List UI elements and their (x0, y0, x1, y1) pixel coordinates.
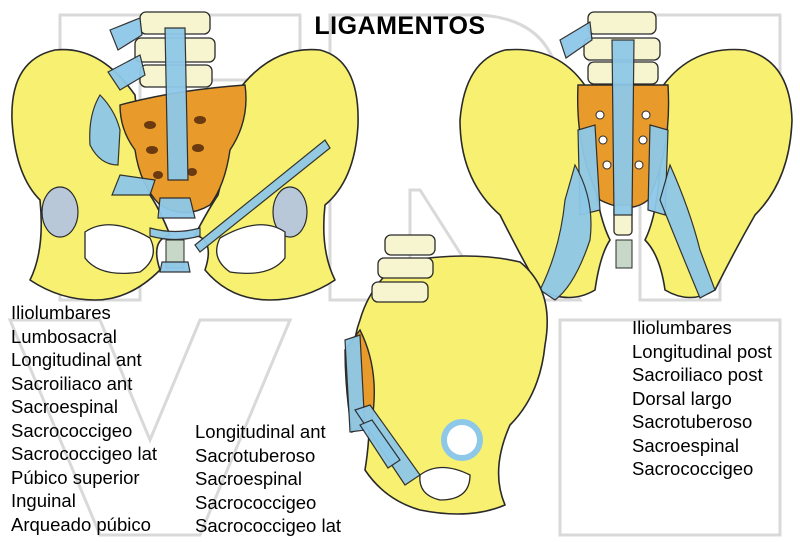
page-title: LIGAMENTOS (314, 12, 486, 40)
lateral-ligament-list: Longitudinal ant Sacrotuberoso Sacroespi… (195, 420, 341, 538)
label-item: Sacrotuberoso (195, 444, 316, 466)
label-item: Longitudinal ant (195, 421, 326, 442)
label-item: Sacrococcigeo (11, 419, 133, 441)
label-item: Arqueado púbico (11, 513, 151, 535)
anterior-ligament-list: Iliolumbares Lumbosacral Longitudinal an… (11, 301, 157, 536)
label-item: Sacroespinal (11, 396, 118, 417)
label-item: Sacrotuberoso (632, 411, 753, 432)
label-item: Sacroiliaco ant (11, 372, 133, 394)
watermark (7, 13, 782, 537)
label-item: Sacrococcigeo (195, 491, 317, 513)
posterior-ligament-list: Iliolumbares Longitudinal post Sacroilia… (632, 316, 772, 481)
anterior-pelvis (11, 11, 359, 301)
label-item: Sacrococcigeo (632, 458, 754, 479)
label-item: Sacroiliaco post (632, 364, 763, 385)
label-item: Sacroespinal (195, 468, 302, 489)
label-item: Inguinal (11, 490, 76, 511)
label-item: Sacrococcigeo lat (11, 443, 158, 464)
label-item: Sacroespinal (632, 434, 739, 456)
lateral-pelvis (344, 234, 548, 515)
label-item: Dorsal largo (632, 387, 732, 409)
posterior-pelvis (459, 11, 793, 301)
label-item: Iliolumbares (632, 317, 732, 338)
label-item: Púbico superior (11, 466, 140, 488)
label-item: Iliolumbares (11, 302, 111, 323)
label-item: Lumbosacral (11, 325, 117, 347)
label-item: Longitudinal post (632, 340, 772, 362)
label-item: Longitudinal ant (11, 349, 142, 370)
label-item: Sacrococcigeo lat (195, 515, 342, 536)
